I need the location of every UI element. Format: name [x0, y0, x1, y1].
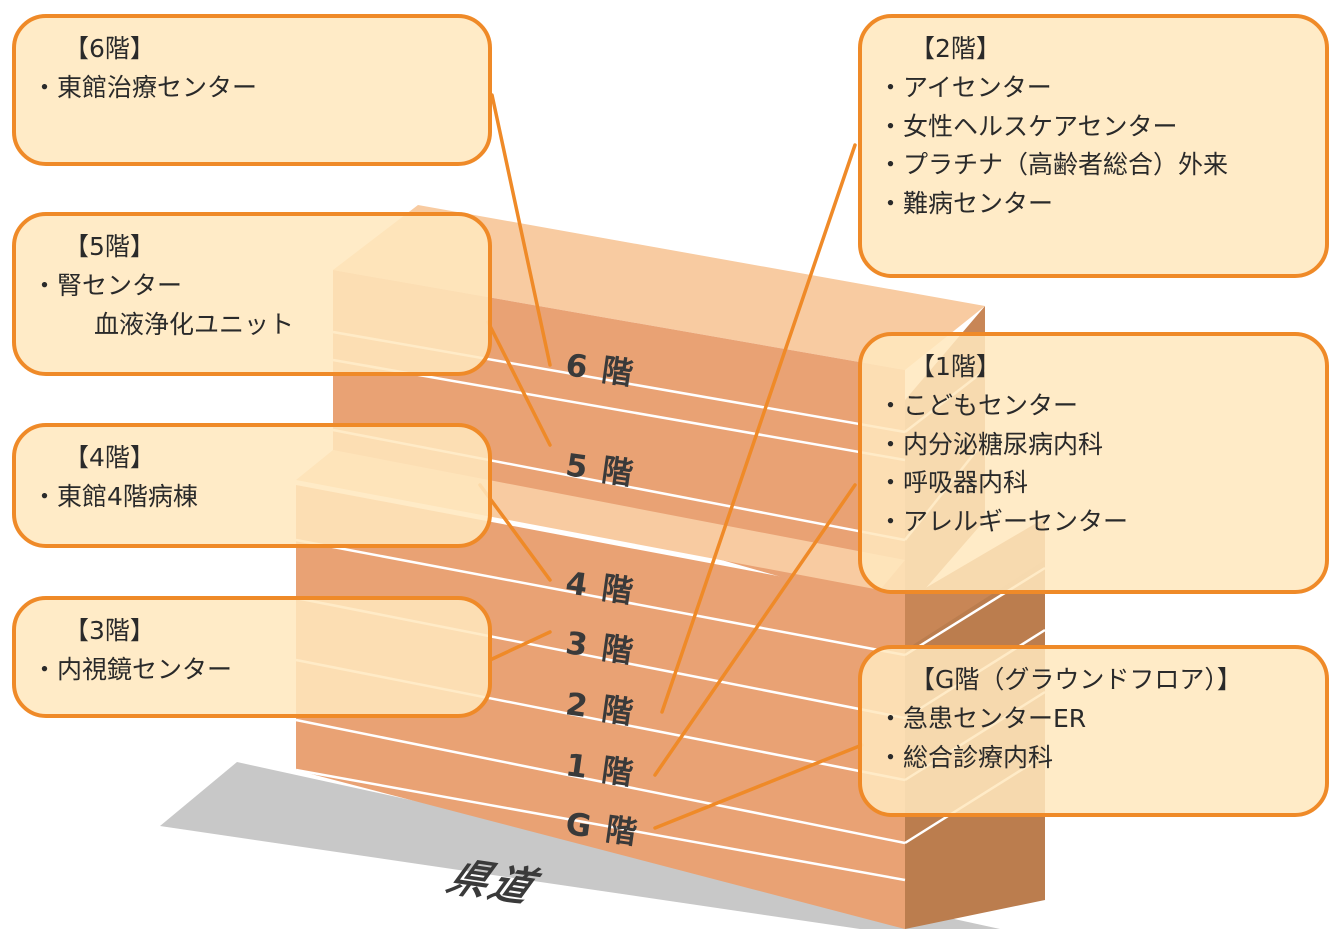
leader-line-1f — [653, 483, 857, 777]
building-upper-top — [333, 205, 985, 370]
callout-5f-title: 【5階】 — [64, 232, 155, 261]
callout-2f-item: ・難病センター — [878, 189, 1054, 218]
callout-1f: 【1階】 ・こどもセンター ・内分泌糖尿病内科 ・呼吸器内科 ・アレルギーセンタ… — [858, 332, 1329, 594]
callout-4f: 【4階】 ・東館4階病棟 — [12, 423, 492, 548]
floor-label-4: 4 階 — [563, 565, 638, 611]
leader-line-gf — [653, 743, 864, 830]
callout-2f-item: ・プラチナ（高齢者総合）外来 — [878, 150, 1229, 180]
callout-5f-item: 血液浄化ユニット — [94, 309, 295, 339]
callout-2f-title: 【2階】 — [910, 34, 1001, 63]
callout-1f-item: ・アレルギーセンター — [878, 507, 1129, 536]
callout-gf-item: ・総合診療内科 — [878, 742, 1054, 772]
callout-gf-item: ・急患センターER — [878, 703, 1087, 733]
floor-label-5: 5 階 — [563, 447, 638, 493]
callout-4f-title: 【4階】 — [64, 443, 155, 472]
callout-6f: 【6階】 ・東館治療センター — [12, 14, 492, 166]
callout-5f: 【5階】 ・腎センター 血液浄化ユニット — [12, 212, 492, 376]
leader-line-3f — [488, 630, 552, 662]
callout-1f-item: ・呼吸器内科 — [878, 468, 1029, 498]
floor-label-3: 3 階 — [563, 625, 638, 671]
callout-3f: 【3階】 ・内視鏡センター — [12, 596, 492, 718]
callout-3f-item: ・内視鏡センター — [32, 654, 233, 684]
callout-2f: 【2階】 ・アイセンター ・女性ヘルスケアセンター ・プラチナ（高齢者総合）外来… — [858, 14, 1329, 278]
callout-6f-item: ・東館治療センター — [32, 72, 258, 102]
floor-label-1: 1 階 — [563, 747, 638, 793]
floor-label-2: 2 階 — [563, 686, 638, 732]
callout-2f-item: ・女性ヘルスケアセンター — [878, 111, 1178, 141]
callout-1f-item: ・内分泌糖尿病内科 — [878, 429, 1104, 459]
callout-1f-title: 【1階】 — [910, 352, 1001, 381]
callout-1f-item: ・こどもセンター — [878, 390, 1079, 420]
floor-label-6: 6 階 — [563, 347, 638, 393]
callout-gf: 【G階（グラウンドフロア）】 ・急患センターER ・総合診療内科 — [858, 645, 1329, 817]
callout-5f-item: ・腎センター — [32, 270, 183, 300]
callout-2f-item: ・アイセンター — [878, 72, 1052, 102]
callout-3f-title: 【3階】 — [64, 616, 155, 645]
leader-line-6f — [490, 93, 552, 367]
leader-line-2f — [660, 143, 857, 714]
callout-6f-title: 【6階】 — [64, 34, 155, 63]
callout-gf-title: 【G階（グラウンドフロア）】 — [910, 665, 1242, 694]
callout-4f-item: ・東館4階病棟 — [32, 481, 198, 511]
leader-line-5f — [486, 320, 552, 447]
